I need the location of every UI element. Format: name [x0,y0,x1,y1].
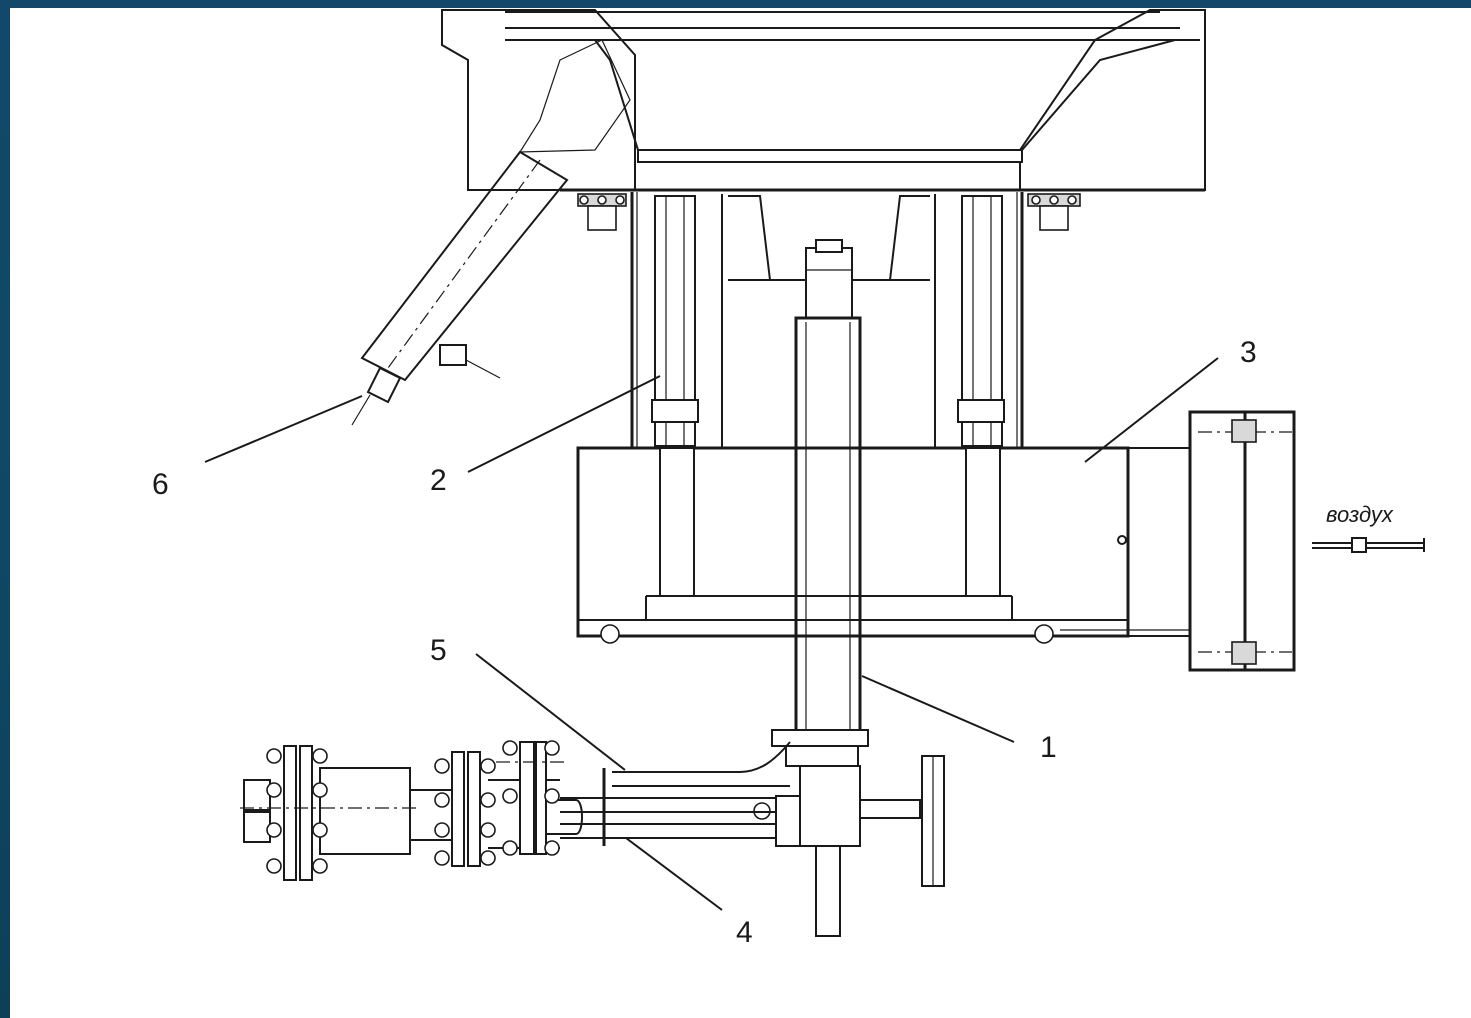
air-arrow [1312,537,1425,553]
label-6: 6 [152,468,169,501]
inclined-tube [351,39,631,426]
air-inlet-flange [1188,410,1296,672]
pipe-flange-left [240,745,420,881]
pipe-flange-right [496,740,568,856]
label-1: 1 [1040,731,1057,764]
label-3: 3 [1240,336,1257,369]
central-lance [794,239,862,736]
top-bolt-right [1027,193,1081,231]
refractory-wall [441,9,1206,192]
label-2: 2 [430,464,447,497]
top-bolt-left [577,193,627,231]
drawing-sheet [10,8,1471,1018]
leader-lines [204,357,1219,911]
air-label: воздух [1326,502,1394,527]
pipe-flange-middle [410,751,496,867]
valve-assembly [753,729,945,937]
air-box [576,446,1190,644]
label-4: 4 [736,916,753,949]
label-5: 5 [430,634,447,667]
burner-housing [630,192,1024,448]
